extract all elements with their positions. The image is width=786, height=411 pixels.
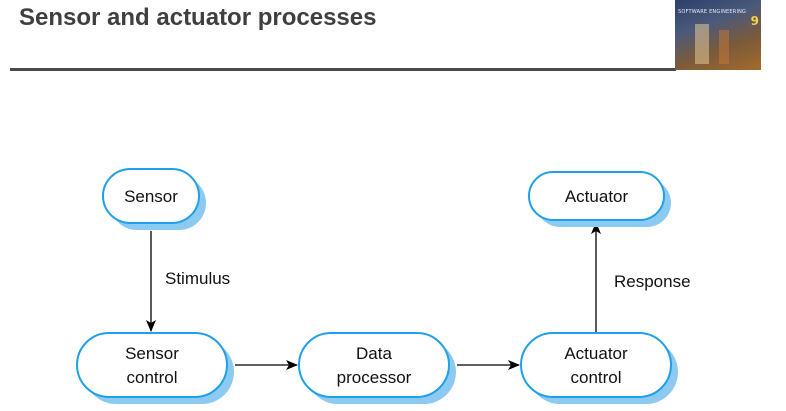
sensor-control-node-box: [76, 332, 228, 398]
actuator-label-line-1: Actuator: [565, 187, 629, 206]
sensor-node: Sensor: [102, 168, 206, 230]
data-processor-node-box: [298, 332, 450, 398]
sensor-label-line-1: Sensor: [124, 187, 178, 206]
edges: Stimulus Response: [146, 222, 691, 370]
cover-artwork-detail: [719, 30, 729, 64]
sensor-control-label-line-1: Sensor: [125, 344, 179, 363]
cover-artwork: [695, 24, 709, 64]
book-cover-thumbnail: SOFTWARE ENGINEERING 9: [675, 0, 761, 70]
data-processor-label-line-2: processor: [337, 368, 412, 387]
sensor-node-box: [102, 168, 200, 224]
sensor-control-label-line-2: control: [126, 368, 177, 387]
cover-edition: 9: [750, 14, 759, 28]
sensor-control-node: Sensor control: [76, 332, 234, 404]
data-processor-label-line-1: Data: [356, 344, 392, 363]
data-processor-node: Data processor: [298, 332, 456, 404]
slide-title: Sensor and actuator processes: [19, 4, 377, 31]
title-divider: [10, 68, 676, 71]
actuator-node: Actuator: [528, 171, 671, 227]
response-label: Response: [614, 272, 691, 291]
actuator-control-label-line-1: Actuator: [564, 344, 628, 363]
actuator-control-node-box: [520, 332, 672, 398]
cover-caption: SOFTWARE ENGINEERING: [678, 9, 747, 15]
actuator-control-node: Actuator control: [520, 332, 678, 404]
stimulus-label: Stimulus: [165, 269, 230, 288]
actuator-node-box: [528, 171, 665, 221]
actuator-control-label-line-2: control: [570, 368, 621, 387]
